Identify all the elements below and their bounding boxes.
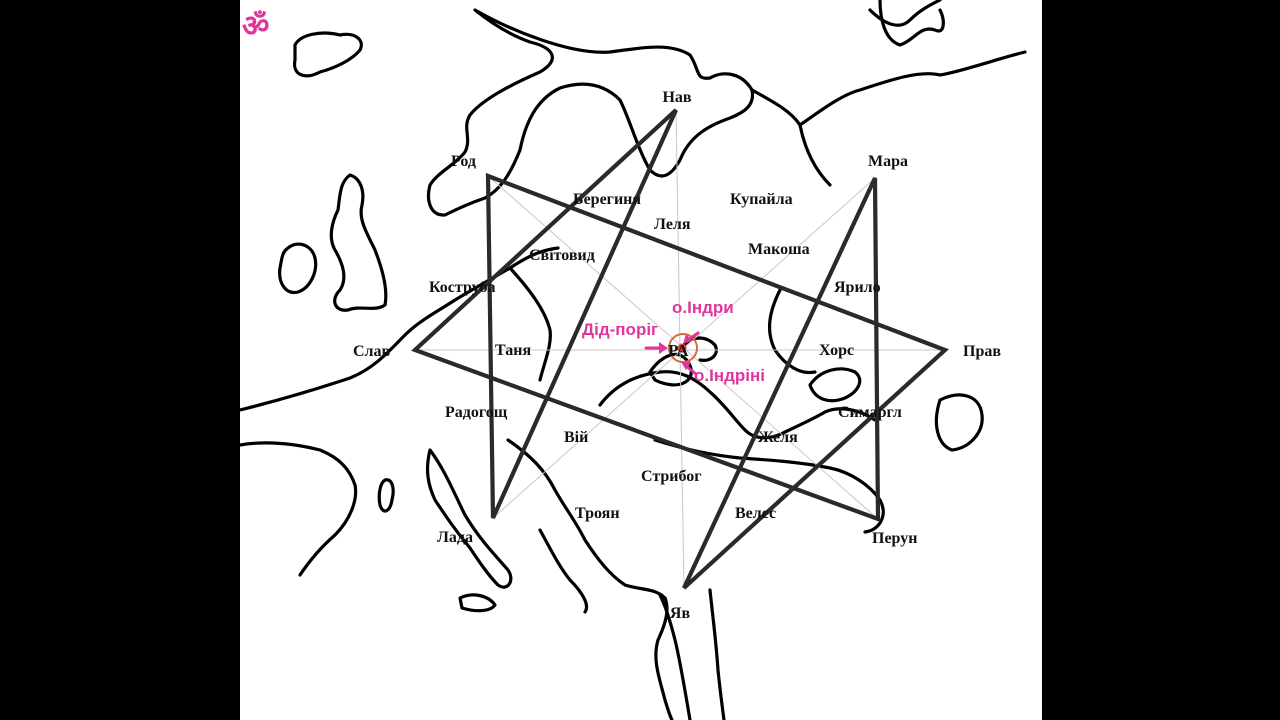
- island-north: [293, 31, 363, 78]
- om-symbol-icon: ॐ: [242, 9, 269, 44]
- white-sea: [878, 0, 945, 47]
- annotation-porih: Дід-поріг: [582, 320, 658, 339]
- label-kupaila: Купайла: [730, 191, 793, 208]
- star-point-labels: Нав Яв Слав Прав Род Мара Лада Перун: [353, 89, 1001, 622]
- label-khors: Хорс: [819, 342, 854, 359]
- label-prav: Прав: [963, 343, 1001, 360]
- center-dot: [677, 343, 687, 353]
- label-slav: Слав: [353, 343, 391, 360]
- label-tania: Таня: [495, 342, 531, 359]
- label-vii: Вій: [564, 429, 588, 446]
- label-radohoshch: Радогощ: [445, 404, 508, 421]
- river-west: [508, 266, 552, 382]
- anatolia-coast: [653, 438, 885, 534]
- europe-star-map: РА ॐ Нав Яв Слав Прав Род Мара Лада Перу…: [240, 0, 1027, 720]
- annotation-indrini: о.Індріні: [694, 366, 765, 385]
- label-yav: Яв: [670, 605, 691, 622]
- label-troian: Троян: [575, 505, 620, 522]
- coastline-layer: [240, 0, 1027, 720]
- annotation-indra: о.Індри: [672, 298, 734, 317]
- label-makosha: Макоша: [748, 241, 810, 258]
- scandinavia-coast: [426, 8, 755, 217]
- octagram: [411, 108, 949, 590]
- pink-arrows: [644, 331, 700, 376]
- caucasus-coast: [808, 367, 862, 403]
- map-panel: РА ॐ Нав Яв Слав Прав Род Мара Лада Перу…: [240, 0, 1042, 720]
- river-north: [798, 123, 832, 187]
- label-zhelia: Желя: [758, 429, 798, 446]
- star-triangle-1: [411, 108, 949, 590]
- north-coast-east: [750, 50, 1027, 127]
- label-kostruba: Коструба: [429, 279, 495, 296]
- arrow-indrini: [684, 364, 698, 376]
- center-label: РА: [668, 341, 689, 360]
- label-rod: Род: [451, 153, 476, 170]
- label-veles: Велес: [735, 505, 776, 522]
- sicily: [458, 593, 497, 613]
- iberia-coast: [240, 441, 358, 577]
- label-mara: Мара: [868, 153, 908, 170]
- balkans-coast: [506, 438, 674, 720]
- sardinia: [377, 478, 395, 513]
- levant-coast: [658, 593, 692, 720]
- label-svitovyd: Світовид: [529, 247, 595, 264]
- black-sea-coast: [598, 370, 877, 440]
- deity-labels: Берегиня Купайла Леля Світовид Макоша Ко…: [429, 191, 902, 522]
- label-nav: Нав: [662, 89, 691, 106]
- caspian-coast: [934, 393, 984, 452]
- label-lelia: Леля: [654, 216, 691, 233]
- britain-coast: [329, 173, 388, 312]
- pink-annotations: о.Індри Дід-поріг о.Індріні: [582, 298, 765, 385]
- arctic-coast-right: [868, 0, 942, 27]
- red-sea-coast: [708, 588, 726, 720]
- label-perun: Перун: [872, 530, 917, 547]
- italy-coast: [425, 448, 513, 589]
- ireland-coast: [278, 242, 318, 294]
- label-stryboh: Стрибог: [641, 468, 702, 485]
- label-lada: Лада: [437, 529, 473, 546]
- label-symarhl: Симаргл: [838, 404, 902, 421]
- label-yarylo: Ярило: [834, 279, 881, 296]
- greece-coast: [538, 528, 589, 614]
- label-berehynia: Берегиня: [573, 191, 641, 208]
